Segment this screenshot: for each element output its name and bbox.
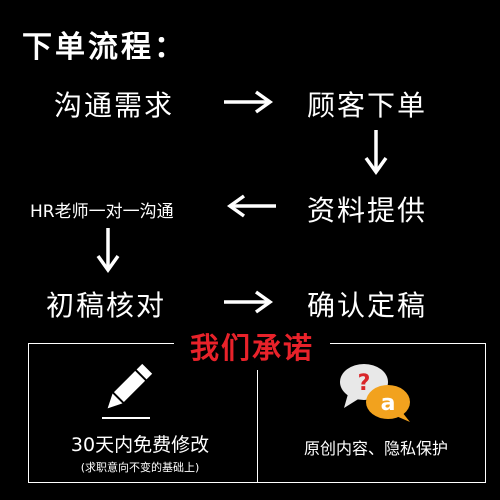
promise-divider — [257, 370, 258, 483]
step-first-draft: 初稿核对 — [46, 289, 167, 322]
promise-heading-background — [174, 328, 330, 368]
promise-heading: 我们承诺 — [189, 331, 314, 365]
original-privacy-label: 原创内容、隐私保护 — [303, 439, 448, 458]
free-revision-label: 30天内免费修改 — [70, 434, 210, 456]
arrow-down-icon — [364, 130, 388, 176]
arrow-left-icon — [226, 194, 276, 218]
qa-bubbles-icon: ? a — [340, 364, 410, 422]
step-hr-one-on-one: HR老师一对一沟通 — [30, 202, 174, 222]
question-mark: ? — [358, 371, 371, 396]
step-customer-order: 顾客下单 — [307, 89, 428, 122]
arrow-right-icon — [224, 90, 274, 114]
step-communicate-needs: 沟通需求 — [54, 89, 175, 122]
arrow-right-icon — [224, 290, 274, 314]
step-materials: 资料提供 — [307, 194, 428, 227]
answer-letter: a — [381, 391, 396, 416]
free-revision-note: (求职意向不变的基础上) — [80, 461, 200, 474]
page-title: 下单流程： — [22, 30, 187, 65]
step-confirm-final: 确认定稿 — [307, 289, 428, 322]
pencil-icon — [102, 363, 153, 419]
arrow-down-icon — [96, 228, 120, 274]
